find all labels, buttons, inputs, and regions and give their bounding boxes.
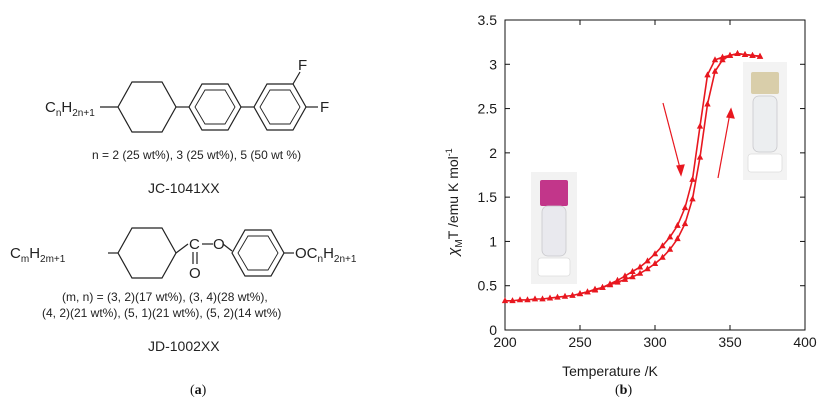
mol2-carbonyl-c: C	[189, 236, 200, 253]
arrows	[662, 102, 735, 179]
series-0-point	[546, 294, 554, 301]
series-1-point	[614, 276, 621, 283]
x-tick-label: 250	[568, 334, 592, 350]
series-0-point	[554, 293, 561, 300]
series-0-point	[524, 296, 531, 303]
series-1-point	[681, 204, 689, 211]
x-axis-label: Temperature /K	[562, 363, 658, 379]
mol1-alkyl: CnH2n+1	[45, 99, 95, 119]
panel-a: CnH2n+1 F F CmH2m+1 C O	[0, 0, 400, 406]
series-0-point	[644, 265, 651, 272]
series-1-point	[749, 51, 756, 58]
mol1-bonds	[100, 71, 318, 133]
y-tick-label: 1	[489, 233, 497, 249]
y-tick-label: 3	[489, 56, 497, 72]
mol2-carbonyl-o: O	[189, 265, 201, 282]
series-0-point	[516, 296, 524, 303]
series-1-point	[606, 280, 614, 287]
series-0-point	[674, 235, 681, 242]
series-1-point	[599, 283, 606, 290]
series-0-point	[689, 195, 696, 202]
series-0-point	[659, 253, 666, 260]
heating-arrow-head	[726, 107, 735, 119]
series-1-point	[756, 52, 764, 59]
mol2-name: JD-1002XX	[148, 338, 220, 354]
mol2-ester-o: O	[213, 236, 225, 253]
series-0-point	[681, 220, 689, 227]
caption-b: (b)	[615, 383, 633, 398]
series-1-point	[711, 56, 719, 63]
series-0-point	[704, 100, 711, 107]
cooling-arrow-head	[676, 164, 685, 177]
series-1-point	[591, 286, 599, 293]
series-1-point	[666, 233, 674, 240]
series-1-point	[726, 51, 734, 58]
series-1-point	[621, 272, 629, 279]
series-1-point	[636, 263, 644, 270]
series-1-point	[584, 288, 591, 295]
axes: 200 250 300 350 400 0 0.5 1 1.5 2 2.5 3 3.5	[478, 12, 817, 350]
series-0-point	[666, 245, 674, 252]
series-1-point	[719, 53, 726, 60]
vial-photo-clear	[743, 62, 787, 180]
x-tick-label: 350	[718, 334, 742, 350]
y-tick-label: 2	[489, 145, 497, 161]
series-0-point	[539, 295, 546, 302]
series-1-point	[741, 50, 749, 57]
x-tick-label: 300	[643, 334, 667, 350]
chart-svg: 200 250 300 350 400 0 0.5 1 1.5 2 2.5 3 3.5 Temperat…	[444, 12, 817, 379]
series-0-point	[569, 291, 576, 298]
mol2-left-alkyl: CmH2m+1	[10, 245, 66, 265]
series-0-point	[621, 275, 629, 282]
series-0-point	[531, 295, 539, 302]
vial-photo-pink	[531, 172, 577, 284]
series-1-point	[659, 242, 666, 249]
y-tick-label: 0.5	[478, 278, 498, 294]
series-1-point	[629, 267, 636, 274]
y-axis-label: χMT /emu K mol-1	[444, 148, 465, 258]
y-tick-label: 2.5	[478, 101, 498, 117]
x-tick-label: 400	[793, 334, 817, 350]
mol1-name: JC-1041XX	[148, 180, 220, 196]
series-layer	[501, 50, 764, 304]
y-tick-label: 0	[489, 322, 497, 338]
series-0-point	[509, 297, 516, 304]
series-0-point	[636, 269, 644, 276]
heating-arrow	[717, 112, 731, 179]
series-0-point	[561, 292, 569, 299]
series-1-point	[651, 250, 659, 257]
x-tick-label: 200	[493, 334, 517, 350]
structures-svg: CnH2n+1 F F CmH2m+1 C O	[10, 57, 357, 282]
series-1-point	[734, 50, 741, 57]
mol2-right-alkoxy: OCnH2n+1	[295, 245, 357, 265]
mol1-f-lower: F	[320, 99, 329, 116]
series-1-point	[674, 221, 681, 228]
mol1-f-upper: F	[298, 57, 307, 74]
cooling-arrow	[662, 102, 682, 173]
series-0-point	[629, 273, 636, 280]
mol2-composition-line2: (4, 2)(21 wt%), (5, 1)(21 wt%), (5, 2)(1…	[42, 306, 282, 320]
series-0-point	[711, 67, 719, 74]
y-tick-label: 1.5	[478, 189, 498, 205]
series-0-point	[501, 297, 509, 304]
mol1-composition: n = 2 (25 wt%), 3 (25 wt%), 5 (50 wt %)	[92, 148, 302, 162]
mol2-composition-line1: (m, n) = (3, 2)(17 wt%), (3, 4)(28 wt%),	[62, 290, 268, 304]
series-1-point	[576, 290, 584, 297]
series-1-line	[579, 52, 761, 295]
mol2-bonds	[108, 227, 294, 279]
panel-b: 200 250 300 350 400 0 0.5 1 1.5 2 2.5 3 3.5 Temperat…	[400, 0, 825, 406]
caption-a: (a)	[190, 383, 207, 398]
y-tick-label: 3.5	[478, 12, 498, 28]
series-1-point	[644, 257, 651, 264]
series-0-point	[651, 259, 659, 266]
series-0-point	[696, 153, 704, 160]
series-1-point	[696, 122, 704, 129]
series-1-point	[689, 175, 696, 182]
series-1-point	[704, 71, 711, 78]
